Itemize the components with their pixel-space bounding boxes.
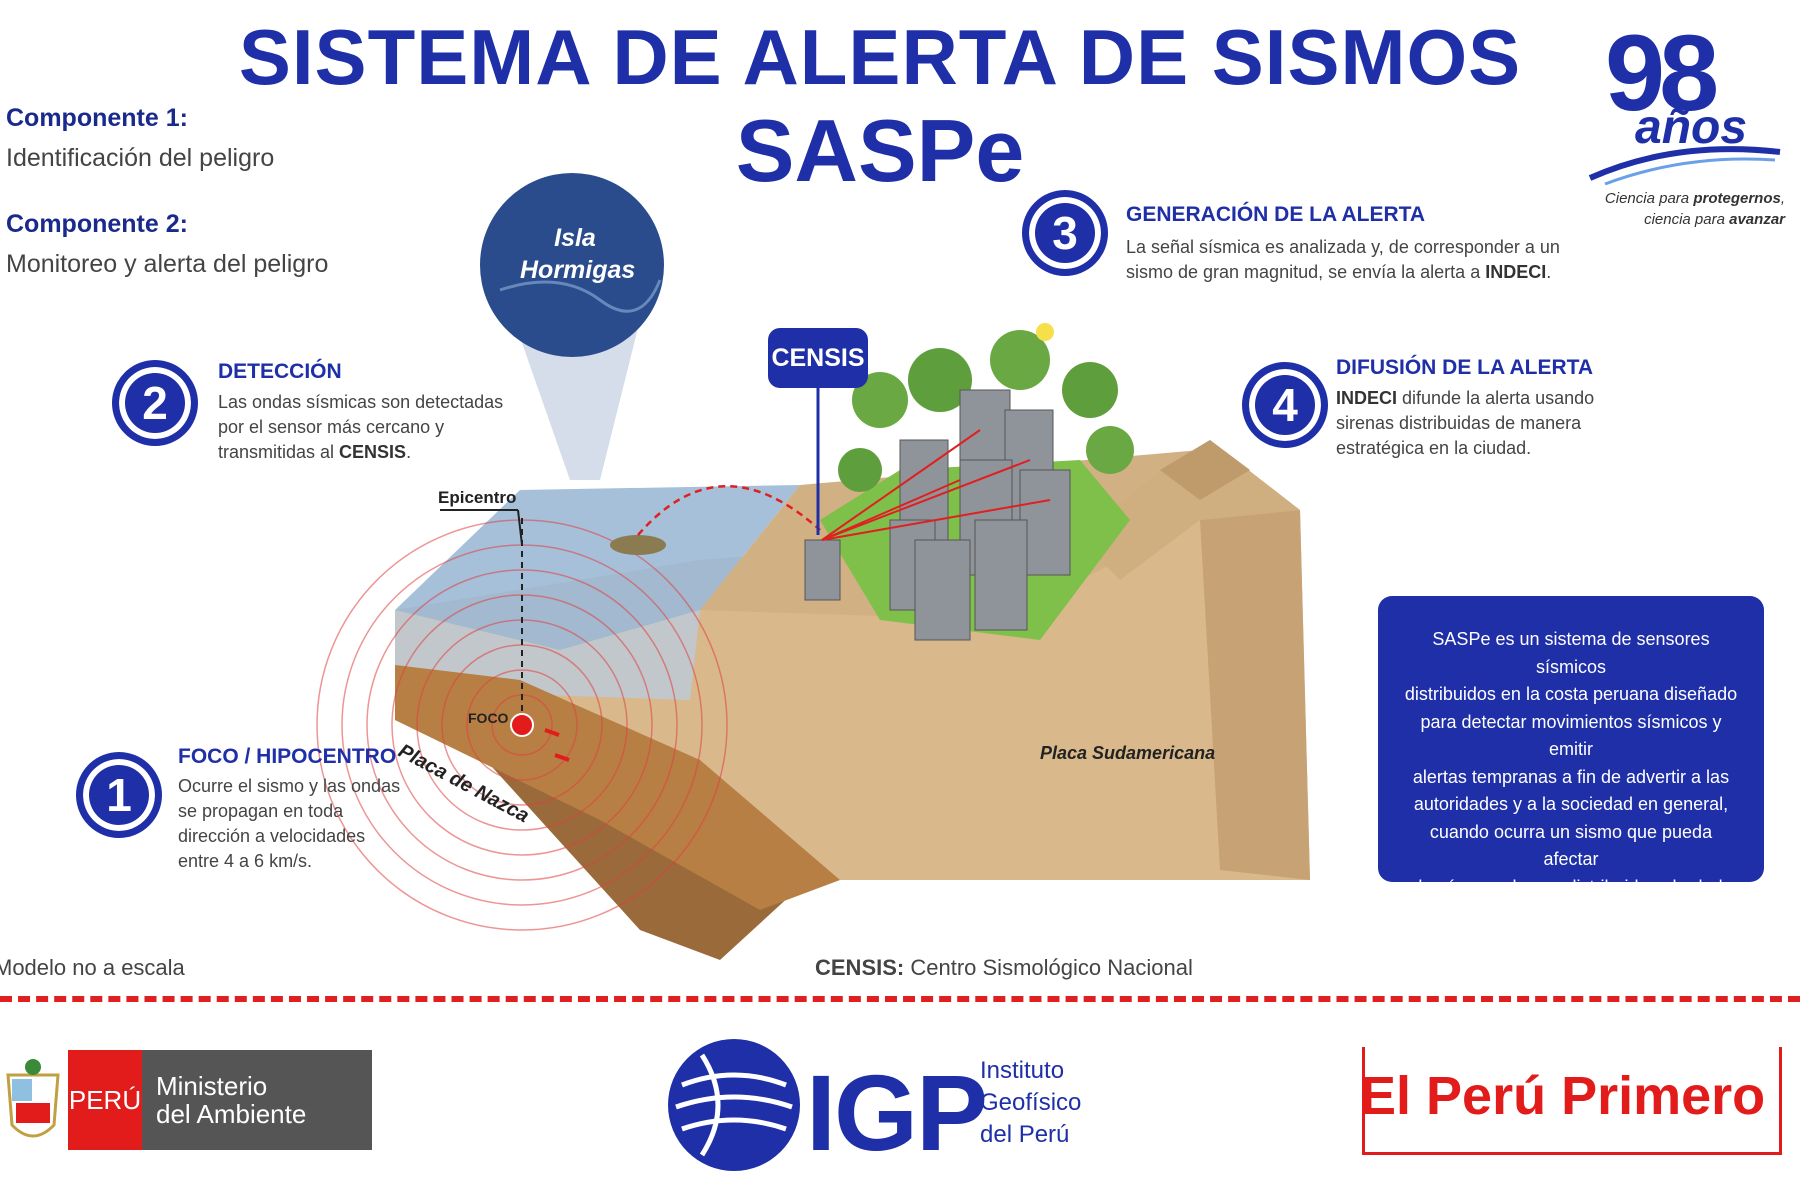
red-divider [0, 996, 1800, 1002]
censis-badge: CENSIS [768, 328, 868, 388]
seismic-diagram [316, 173, 1310, 960]
igp-logo-text: IGP [806, 1052, 988, 1173]
sun-icon [1036, 323, 1054, 341]
component-2-heading: Componente 2: [6, 210, 188, 238]
censis-footnote: CENSIS: Centro Sismológico Nacional [815, 955, 1193, 980]
scale-footnote: Modelo no a escala [0, 955, 185, 980]
step-1-badge: 1 [76, 752, 162, 838]
anniversary-tagline: Ciencia para protegernos, ciencia para a… [1604, 190, 1785, 228]
step-2-badge: 2 [112, 360, 198, 446]
el-peru-primero-logo: El Perú Primero [1360, 1066, 1766, 1126]
system-name: SASPe [735, 101, 1025, 200]
focus-label: FOCO [468, 710, 509, 726]
seismic-waves [316, 519, 728, 931]
signal-to-censis [637, 485, 821, 536]
sensor-buoy-icon [610, 535, 666, 555]
peru-logo-badge: PERÚ [68, 1050, 142, 1150]
component-1-text: Identificación del peligro [6, 144, 275, 172]
step-3-heading: GENERACIÓN DE LA ALERTA [1126, 203, 1426, 226]
component-1-heading: Componente 1: [6, 104, 188, 132]
epicentre-label: Epicentro [438, 488, 517, 507]
step-2-heading: DETECCIÓN [218, 360, 342, 383]
igp-globe-icon [668, 1039, 800, 1171]
south-american-plate-label: Placa Sudamericana [1040, 743, 1216, 763]
main-title: SISTEMA DE ALERTA DE SISMOS [238, 13, 1522, 101]
saspe-description-box: SASPe es un sistema de sensores sísmicos… [1378, 596, 1764, 924]
step-1-heading: FOCO / HIPOCENTRO [178, 745, 397, 768]
island-label: Isla Hormigas [520, 224, 636, 284]
step-4-badge: 4 [1242, 362, 1328, 448]
el-peru-primero-frame [1362, 1047, 1782, 1155]
sea-surface [395, 485, 800, 650]
step-4-text: INDECI difunde la alerta usando sirenas … [1336, 388, 1595, 458]
alert-lines [821, 429, 1051, 541]
step-4-heading: DIFUSIÓN DE LA ALERTA [1336, 356, 1594, 379]
anniversary-swoosh-icon [1588, 146, 1781, 186]
anniversary-number: 98 [1605, 12, 1719, 133]
component-2-text: Monitoreo y alerta del peligro [6, 250, 329, 278]
peru-coat-of-arms-icon [6, 1059, 60, 1138]
nazca-plate [395, 665, 840, 910]
anniversary-word: años [1635, 101, 1748, 154]
step-3-badge: 3 [1022, 190, 1108, 276]
censis-building [804, 539, 841, 601]
focus-point-icon [510, 713, 534, 737]
step-3-text: La señal sísmica es analizada y, de corr… [1126, 237, 1560, 282]
